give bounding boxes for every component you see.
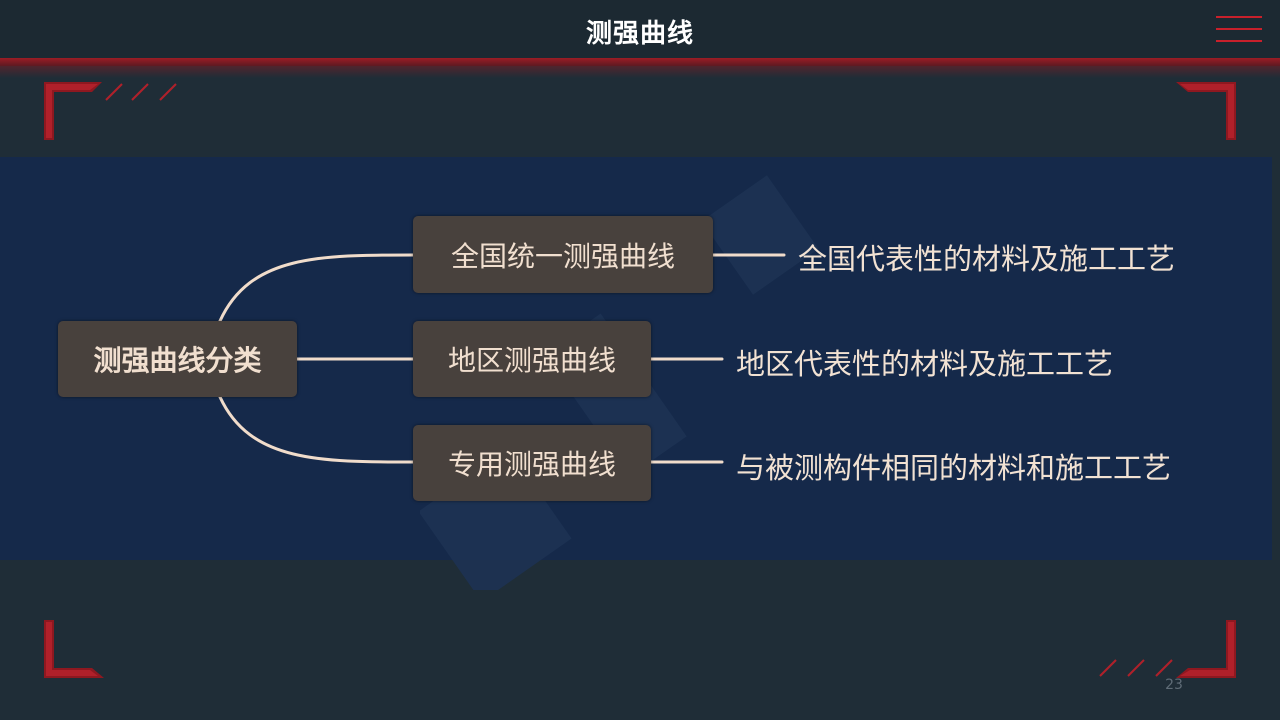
corner-bracket-bottom-right — [1099, 620, 1236, 678]
header-shadow — [0, 66, 1280, 78]
corner-bracket-bottom-left — [44, 620, 104, 678]
corner-bracket-top-left — [44, 82, 177, 140]
mindmap-root-node: 测强曲线分类 — [58, 321, 297, 397]
page-number: 23 — [1165, 677, 1183, 693]
branch-description-regional: 地区代表性的材料及施工工艺 — [736, 347, 1114, 381]
hamburger-menu-icon[interactable] — [1216, 16, 1262, 44]
branch-node-national-curve: 全国统一测强曲线 — [413, 216, 713, 293]
header — [0, 0, 1280, 58]
branch-description-national: 全国代表性的材料及施工工艺 — [798, 242, 1176, 276]
corner-bracket-top-right — [1176, 82, 1236, 140]
page-title: 测强曲线 — [585, 19, 694, 49]
branch-description-specific: 与被测构件相同的材料和施工工艺 — [736, 451, 1172, 485]
header-accent-bar — [0, 58, 1280, 66]
branch-node-regional-curve: 地区测强曲线 — [413, 321, 651, 397]
branch-node-specific-curve: 专用测强曲线 — [413, 425, 651, 501]
